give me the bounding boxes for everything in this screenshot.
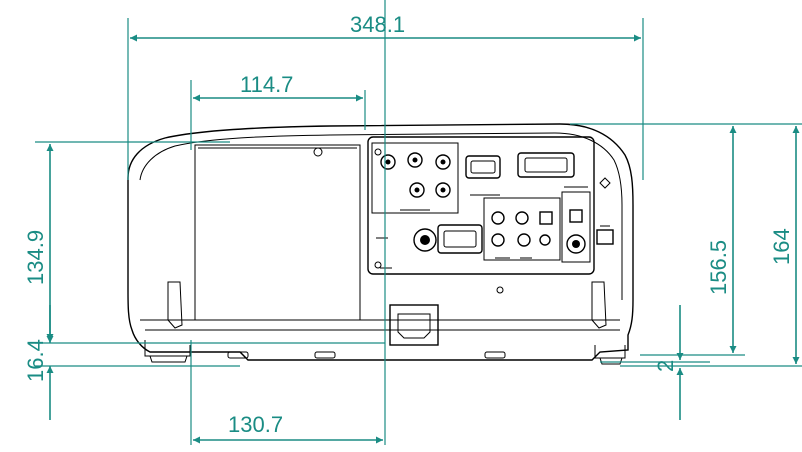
lamp-cover (194, 144, 361, 321)
rca-video (491, 211, 505, 225)
vga-in-port (465, 155, 501, 179)
left-hook (167, 281, 183, 329)
label-height-without-feet: 156.5 (706, 240, 731, 295)
label-lens-offset-top: 114.7 (240, 72, 293, 97)
bottom-pad-3 (484, 351, 506, 359)
label-overall-width: 348.1 (350, 12, 405, 37)
power-inlet-socket (397, 313, 431, 339)
right-foot (594, 345, 626, 359)
power-inlet (389, 304, 439, 346)
projector-rear-view (127, 123, 634, 365)
s-video-group (561, 191, 591, 263)
label-overall-height: 164 (769, 228, 794, 265)
bnc-connector-1 (380, 154, 396, 170)
projector-inner-shell (139, 132, 623, 300)
rgb-in-port (437, 224, 483, 254)
label-lens-offset-bottom: 130.7 (228, 412, 283, 437)
cover-screw (313, 147, 323, 157)
rca-audio-l (515, 211, 529, 225)
s-video-port (566, 234, 586, 254)
rca-group (483, 197, 561, 261)
usb-port (569, 209, 583, 223)
dvi-port (517, 152, 575, 178)
rca-audio-r (491, 233, 505, 247)
projector-outer-shell (127, 123, 634, 361)
right-hook (591, 281, 607, 329)
lan-port (596, 229, 614, 245)
right-foot-pad (599, 357, 623, 365)
bnc-connector-5 (435, 182, 451, 198)
label-height-lens-axis: 134.9 (23, 230, 48, 285)
mini-jack (539, 234, 551, 246)
base-line (140, 319, 620, 344)
bottom-pad-1 (227, 351, 249, 359)
bnc-connector-4 (409, 182, 425, 198)
audio-in-connector (413, 228, 437, 252)
rca-audio-out (517, 233, 531, 247)
bnc-connector-3 (435, 154, 451, 170)
bnc-connector-2 (407, 152, 423, 168)
left-foot-pad (149, 355, 188, 363)
dimension-annotations: 348.1 114.7 130.7 134.9 16.4 156.5 16 (23, 0, 802, 445)
left-foot (144, 340, 191, 357)
label-foot-small: 2 (653, 360, 678, 372)
usb-b-port (539, 211, 553, 225)
label-foot-height: 16.4 (23, 339, 48, 382)
video-connector-group (371, 142, 459, 214)
connector-panel (367, 136, 595, 275)
bottom-pad-2 (314, 351, 336, 359)
